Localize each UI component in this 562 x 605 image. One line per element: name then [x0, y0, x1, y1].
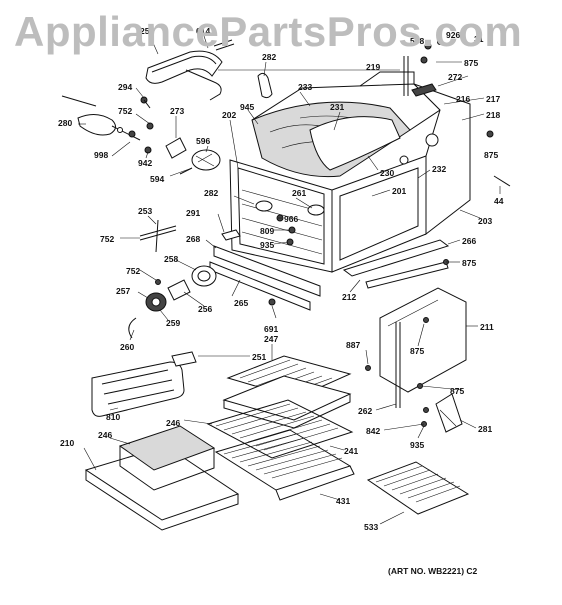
callout: 875: [410, 346, 424, 356]
callout: 752: [100, 234, 114, 244]
oven-rack-lower-part: [214, 429, 355, 501]
callout: 842: [366, 426, 380, 436]
callout: 247: [264, 334, 278, 344]
callout: 875: [462, 258, 476, 268]
callout: 594: [150, 174, 164, 184]
switch-assembly-part: [128, 265, 217, 339]
callout: 233: [298, 82, 312, 92]
callout: 935: [410, 440, 424, 450]
callout: 202: [222, 110, 236, 120]
callout: 875: [464, 58, 478, 68]
callout: 212: [342, 292, 356, 302]
callout: 294: [118, 82, 132, 92]
callout: 533: [364, 522, 378, 532]
callout: 246: [166, 418, 180, 428]
watermark: AppliancePartsPros.com: [14, 8, 523, 55]
callout: 253: [138, 206, 152, 216]
broil-element-part: [145, 39, 235, 101]
callout: 614: [196, 26, 210, 36]
callout: 201: [392, 186, 406, 196]
callout: 268: [186, 234, 200, 244]
callout: 282: [204, 188, 218, 198]
callout: 280: [58, 118, 72, 128]
callout: 230: [380, 168, 394, 178]
leader-lines: [78, 35, 501, 525]
callout: 203: [478, 216, 492, 226]
callout: 596: [196, 136, 210, 146]
callout: 431: [336, 496, 350, 506]
callout: 259: [166, 318, 180, 328]
callout: 219: [366, 62, 380, 72]
vent-part: [257, 72, 273, 99]
callout: 266: [462, 236, 476, 246]
callout: 258: [164, 254, 178, 264]
callout: 272: [448, 72, 462, 82]
temperature-sensor-part: [61, 95, 141, 141]
callout: 935: [260, 240, 274, 250]
oven-cavity-part: [229, 71, 471, 273]
callout: 262: [358, 406, 372, 416]
callout: 926: [446, 30, 460, 40]
bake-element-part: [91, 351, 197, 417]
hinge-part: [139, 219, 177, 253]
callout: 211: [480, 322, 494, 332]
callout: 942: [138, 158, 152, 168]
art-number: (ART NO. WB2221) C2: [388, 566, 478, 576]
callout: 998: [94, 150, 108, 160]
callout: 281: [478, 424, 492, 434]
callout: 44: [494, 196, 504, 206]
bottom-trim-part: [342, 239, 450, 289]
broiler-pan-part: [222, 355, 352, 429]
callout: 251: [252, 352, 266, 362]
callout: 887: [346, 340, 360, 350]
callout: 210: [60, 438, 74, 448]
callout: 265: [234, 298, 248, 308]
callout: 217: [486, 94, 500, 104]
callout: 282: [262, 52, 276, 62]
callout: 273: [170, 106, 184, 116]
callout: 691: [264, 324, 278, 334]
callout: 257: [116, 286, 130, 296]
cavity-small-parts: [221, 200, 325, 246]
callout: 752: [118, 106, 132, 116]
callout: 945: [240, 102, 254, 112]
callout: 291: [186, 208, 200, 218]
callout: 875: [484, 150, 498, 160]
anti-tip-bracket-part: [421, 393, 463, 433]
callout: 31: [474, 34, 484, 44]
trim-strip-part: [209, 245, 321, 311]
callout: 241: [344, 446, 358, 456]
screw-691: [268, 298, 276, 306]
callout: 966: [284, 214, 298, 224]
callout: 875: [450, 386, 464, 396]
callout-labels: 252 614 294 752 280 998 942 273 596 594 …: [58, 26, 504, 532]
screws-top-left: [140, 96, 154, 154]
callout: 231: [330, 102, 344, 112]
broil-rack-part: [366, 461, 470, 515]
top-right-small-parts: [403, 39, 511, 187]
callout: 810: [106, 412, 120, 422]
bracket-part: [165, 137, 187, 159]
callout: 752: [126, 266, 140, 276]
callout: 232: [432, 164, 446, 174]
callout: 598: [410, 36, 424, 46]
callout: 256: [198, 304, 212, 314]
callout: 261: [292, 188, 306, 198]
rear-cover-part: [365, 287, 467, 408]
callout: 216: [456, 94, 470, 104]
callout: 218: [486, 110, 500, 120]
callout: 809: [260, 226, 274, 236]
storage-drawer-part: [84, 425, 240, 531]
callout: 260: [120, 342, 134, 352]
callout: 246: [98, 430, 112, 440]
callout: 252: [140, 26, 154, 36]
